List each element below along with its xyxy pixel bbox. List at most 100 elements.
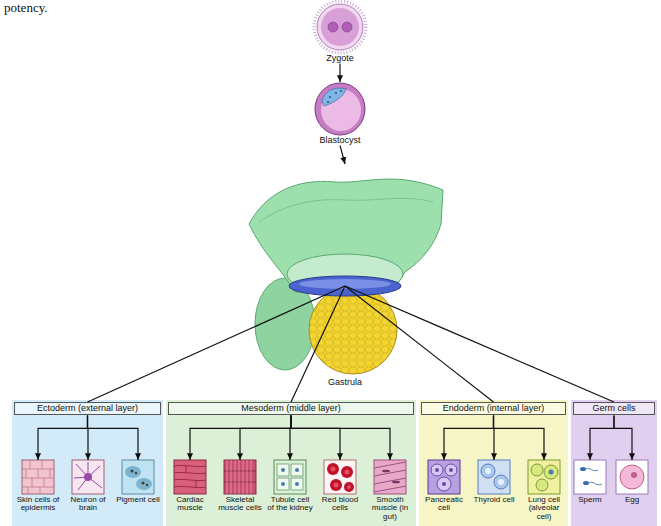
pigment-cell-icon — [122, 460, 154, 494]
red-blood-cell-icon — [334, 483, 339, 488]
node-label: Zygote — [310, 54, 370, 63]
node-label: Egg — [612, 496, 652, 504]
node-label: Endoderm (internal layer) — [424, 404, 563, 413]
blastocyst-figure — [315, 83, 365, 135]
kidney-tubule-icon — [277, 478, 289, 490]
kidney-tubule-icon — [281, 482, 285, 486]
cell-type: Egg — [612, 460, 652, 504]
gastrula-figure — [299, 279, 391, 289]
cardiac-muscle-icon — [174, 460, 206, 494]
kidney-tubule-icon — [281, 468, 285, 472]
smooth-muscle-icon — [374, 462, 406, 492]
germ-layer-header: Endoderm (internal layer) — [421, 402, 566, 415]
cell-type: Tubule cell of the kidney — [267, 460, 313, 513]
node-label: Smooth muscle (in gut) — [367, 496, 413, 521]
egg-icon — [616, 460, 648, 494]
kidney-tubule-icon — [291, 464, 303, 476]
node-label: Ectoderm (external layer) — [17, 404, 158, 413]
connector — [291, 415, 340, 460]
connector — [590, 415, 614, 460]
kidney-tubule-icon — [295, 482, 299, 486]
connector — [291, 415, 390, 460]
smooth-muscle-icon — [374, 460, 406, 494]
connector — [445, 364, 494, 402]
red-blood-cell-icon — [324, 460, 356, 494]
connector — [190, 415, 291, 460]
cell-type: Pigment cell — [115, 460, 161, 504]
red-blood-cell-icon — [344, 482, 354, 492]
pancreatic-cell-icon — [431, 464, 443, 476]
node-label: Skin cells of epidermis — [15, 496, 61, 513]
smooth-muscle-icon — [374, 460, 406, 494]
gastrula-ray — [298, 286, 345, 387]
lung-cell-icon — [549, 470, 554, 475]
red-blood-cell-icon — [324, 460, 356, 494]
sperm-icon — [586, 468, 598, 471]
egg-icon — [631, 472, 637, 478]
gastrula-ray — [245, 286, 345, 331]
thyroid-cell-icon — [485, 468, 491, 474]
blastocyst-figure — [329, 96, 331, 98]
red-blood-cell-icon — [331, 467, 336, 472]
endoderm-panel — [419, 400, 568, 526]
skeletal-muscle-icon — [224, 460, 256, 494]
node-label: Gastrula — [245, 378, 445, 387]
sperm-icon — [574, 460, 606, 494]
node-label: Neuron of brain — [65, 496, 111, 513]
node-label: Thyroid cell — [471, 496, 517, 504]
pigment-cell-icon — [146, 484, 148, 486]
gastrula-figure — [259, 198, 433, 222]
skeletal-muscle-icon — [224, 460, 256, 494]
germ-layer-header: Ectoderm (external layer) — [14, 402, 161, 415]
node-label: Cardiac muscle — [167, 496, 213, 513]
blastocyst-figure — [327, 101, 329, 103]
connector — [38, 415, 88, 460]
sperm-icon — [580, 467, 586, 471]
cardiac-muscle-icon — [174, 465, 206, 487]
node-label: Mesoderm (middle layer) — [171, 404, 411, 413]
kidney-tubule-icon — [295, 468, 299, 472]
lung-cell-icon — [536, 479, 548, 491]
germ-layer-header: Germ cells — [573, 402, 655, 415]
gastrula-rays — [245, 286, 445, 387]
sperm-icon — [589, 482, 602, 485]
cell-type: Skeletal muscle cells — [217, 460, 263, 513]
neuron-icon — [72, 460, 104, 494]
node-label: Pancreatic cell — [421, 496, 467, 513]
gastrula-figure — [309, 286, 397, 374]
thyroid-cell-icon — [478, 460, 510, 494]
egg-icon — [620, 465, 644, 489]
node-label: Sperm — [570, 496, 610, 504]
pigment-cell-icon — [122, 460, 154, 494]
smooth-muscle-icon — [382, 470, 390, 473]
gastrula-figure — [309, 286, 397, 374]
pancreatic-cell-icon — [428, 460, 460, 494]
blastocyst-figure — [340, 90, 342, 92]
blastocyst-figure — [315, 83, 365, 135]
cell-type: Red blood cells — [317, 460, 363, 513]
pancreatic-cell-icon — [442, 482, 446, 486]
blastocyst-figure — [321, 89, 361, 131]
connector — [339, 63, 340, 82]
neuron-icon — [84, 473, 92, 481]
kidney-tubule-icon — [274, 460, 306, 494]
cell-type: Cardiac muscle — [167, 460, 213, 513]
pancreatic-cell-icon — [449, 468, 453, 472]
cell-type: Smooth muscle (in gut) — [367, 460, 413, 521]
zygote-figure — [317, 4, 363, 50]
neuron-icon — [74, 462, 102, 490]
pigment-cell-icon — [125, 466, 141, 478]
node-label: Tubule cell of the kidney — [267, 496, 313, 513]
cell-type: Neuron of brain — [65, 460, 111, 513]
pancreatic-cell-icon — [435, 468, 439, 472]
page-fragment-label: potency. — [4, 0, 48, 16]
pancreatic-cell-icon — [437, 477, 451, 491]
germ-layer-header: Mesoderm (middle layer) — [168, 402, 414, 415]
pigment-cell-icon — [135, 472, 137, 474]
zygote-figure — [321, 8, 359, 46]
connector — [494, 415, 545, 460]
zygote-figure — [314, 1, 366, 53]
connector — [444, 415, 494, 460]
thyroid-cell-icon — [494, 475, 508, 489]
